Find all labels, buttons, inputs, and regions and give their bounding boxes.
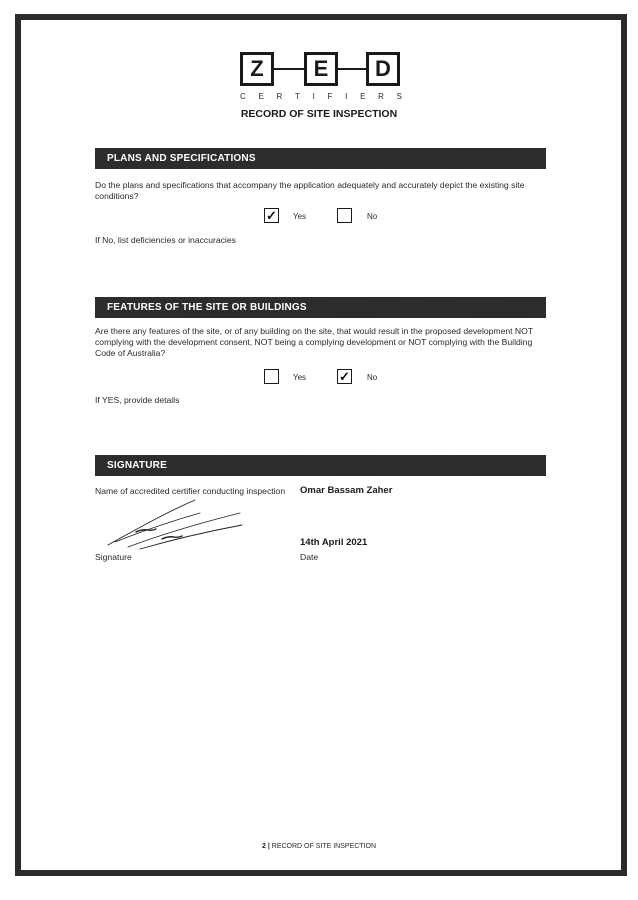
features-details-field[interactable] xyxy=(95,410,550,450)
document-title: RECORD OF SITE INSPECTION xyxy=(240,108,398,120)
plans-followup-label: If No, list deficiencies or inaccuracies xyxy=(95,235,236,245)
section-header-signature: SIGNATURE xyxy=(95,455,546,476)
section-header-plans: PLANS AND SPECIFICATIONS xyxy=(95,148,546,169)
plans-no-label: No xyxy=(367,212,378,221)
logo-subtitle-letter: I xyxy=(312,92,315,101)
page-footer: 2 | RECORD OF SITE INSPECTION xyxy=(0,843,638,850)
logo-subtitle-letter: F xyxy=(327,92,333,101)
logo-subtitle: C E R T I F I E R S xyxy=(240,92,402,101)
features-no-checkbox[interactable]: ✓ xyxy=(337,369,352,384)
page-number: 2 xyxy=(261,843,266,850)
features-yes-checkbox[interactable] xyxy=(264,369,279,384)
certifier-name-label: Name of accredited certifier conducting … xyxy=(95,486,286,496)
features-yes-label: Yes xyxy=(293,373,307,382)
plans-yes-checkbox[interactable]: ✓ xyxy=(264,208,279,223)
logo-subtitle-letter: E xyxy=(258,92,264,101)
plans-yes-label: Yes xyxy=(293,212,307,221)
zed-certifiers-logo: Z E D xyxy=(240,52,400,86)
logo-subtitle-letter: C xyxy=(240,92,246,101)
section-heading: PLANS AND SPECIFICATIONS xyxy=(107,153,256,164)
footer-text: RECORD OF SITE INSPECTION xyxy=(271,843,376,850)
features-question: Are there any features of the site, or o… xyxy=(95,326,533,358)
logo-subtitle-letter: I xyxy=(345,92,348,101)
logo-connector-line xyxy=(274,68,304,70)
logo-subtitle-letter: T xyxy=(295,92,300,101)
section-heading: FEATURES OF THE SITE OR BUILDINGS xyxy=(107,302,307,313)
logo-letter-z: Z xyxy=(240,52,274,86)
certifier-name-value: Omar Bassam Zaher xyxy=(300,485,393,496)
signature-label: Signature xyxy=(95,552,132,562)
logo-connector-line xyxy=(338,68,366,70)
features-followup-label: If YES, provide details xyxy=(95,395,180,405)
handwritten-signature xyxy=(107,499,243,550)
logo-letter-e: E xyxy=(304,52,338,86)
plans-question: Do the plans and specifications that acc… xyxy=(95,180,525,201)
inspection-date-value: 14th April 2021 xyxy=(300,537,368,548)
logo-letter-d: D xyxy=(366,52,400,86)
footer-separator: | xyxy=(267,843,270,850)
logo-subtitle-letter: E xyxy=(360,92,366,101)
features-no-label: No xyxy=(367,373,378,382)
logo-subtitle-letter: S xyxy=(396,92,402,101)
logo-subtitle-letter: R xyxy=(378,92,384,101)
section-header-features: FEATURES OF THE SITE OR BUILDINGS xyxy=(95,297,546,318)
date-label: Date xyxy=(300,552,319,562)
logo-subtitle-letter: R xyxy=(276,92,283,101)
plans-deficiencies-field[interactable] xyxy=(95,250,550,290)
plans-no-checkbox[interactable] xyxy=(337,208,352,223)
section-heading: SIGNATURE xyxy=(107,460,167,471)
